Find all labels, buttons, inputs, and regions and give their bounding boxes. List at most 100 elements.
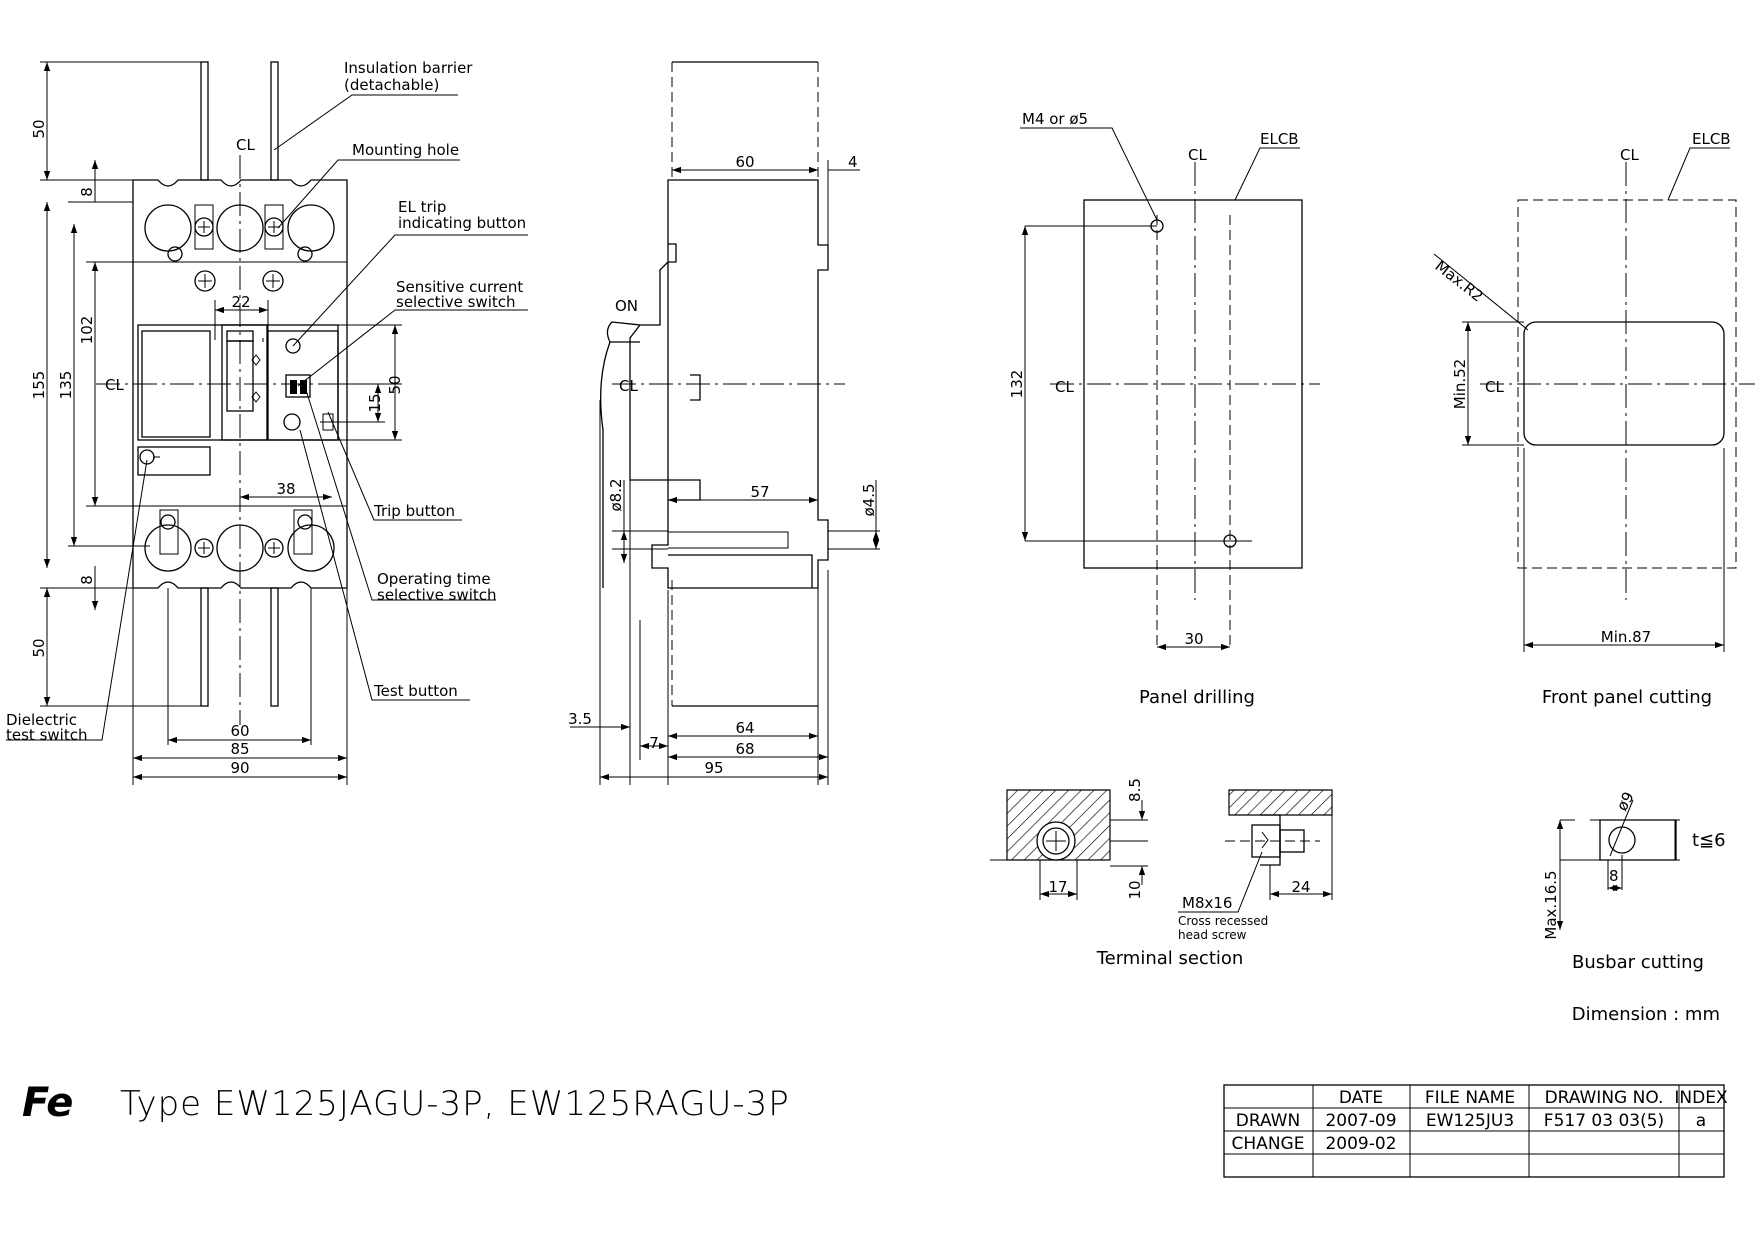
dim-8-5: 8.5 xyxy=(1126,778,1144,802)
dim-bottom-gap: 8 xyxy=(78,575,96,585)
panel-drilling xyxy=(1020,127,1320,651)
drawing-title: Type EW125JAGU-3P, EW125RAGU-3P xyxy=(120,1084,790,1124)
dim-85: 85 xyxy=(230,740,249,758)
front-view xyxy=(6,61,528,785)
insulation-barrier-right-bottom xyxy=(270,587,279,707)
side-view-labels: ON CL 60 4 57 ø8.2 ø4.5 3.5 7 64 68 95 xyxy=(568,153,878,777)
dim-side-68: 68 xyxy=(735,740,754,758)
tb-row-drawn-index: a xyxy=(1696,1111,1706,1131)
callout-sensitive-current-2: selective switch xyxy=(396,293,516,311)
busbar-cutting xyxy=(1556,799,1680,930)
callout-dielectric-2: test switch xyxy=(6,726,87,744)
front-panel-cutting xyxy=(1433,147,1755,652)
callout-operating-time-1: Operating time xyxy=(377,570,491,588)
screw-note-1: Cross recessed xyxy=(1178,914,1268,928)
bottom-terminals xyxy=(144,509,335,572)
dim-132: 132 xyxy=(1008,370,1026,399)
tb-row-drawn-number: F517 03 03(5) xyxy=(1544,1111,1664,1131)
test-button-circle xyxy=(283,413,301,431)
dim-24: 24 xyxy=(1291,878,1310,896)
tb-header-drawing-no: DRAWING NO. xyxy=(1545,1088,1664,1108)
elcb-label-cutting: ELCB xyxy=(1692,130,1731,148)
terminal-section xyxy=(990,789,1333,913)
dim-side-57: 57 xyxy=(750,483,769,501)
callout-dielectric-1: Dielectric xyxy=(6,711,77,729)
radius-label: Max.R2 xyxy=(1432,257,1487,306)
dim-30: 30 xyxy=(1184,630,1203,648)
callout-sensitive-current-1: Sensitive current xyxy=(396,278,523,296)
dim-side-64: 64 xyxy=(735,719,754,737)
logo-text: Fe xyxy=(22,1080,73,1126)
dim-90: 90 xyxy=(230,759,249,777)
side-view xyxy=(570,61,880,785)
fe-logo: Fe xyxy=(22,1080,73,1126)
side-body xyxy=(651,179,829,589)
dim-min87: Min.87 xyxy=(1601,628,1651,646)
dim-phi9: ø9 xyxy=(1613,789,1638,814)
centerline-mark-side: CL xyxy=(619,377,638,395)
on-label: ON xyxy=(615,297,638,315)
terminal-section-caption: Terminal section xyxy=(1096,948,1244,969)
busbar-cutting-labels: ø9 8 t≦6 Max.16.5 Busbar cutting xyxy=(1542,789,1726,973)
centerline-mark-drilling-h: CL xyxy=(1055,378,1074,396)
tb-row-drawn-date: 2007-09 xyxy=(1325,1111,1396,1131)
busbar-outline xyxy=(1599,819,1677,861)
centerline-mark-front-v: CL xyxy=(236,136,255,154)
insulation-barrier-right xyxy=(270,61,279,181)
dim-min52: Min.52 xyxy=(1451,359,1469,409)
centerline-mark-cutting-h: CL xyxy=(1485,378,1504,396)
dim-side-3-5: 3.5 xyxy=(568,710,592,728)
busbar-cutting-caption: Busbar cutting xyxy=(1572,952,1704,973)
tb-header-file-name: FILE NAME xyxy=(1425,1088,1515,1108)
tb-row-change-label: CHANGE xyxy=(1232,1134,1305,1154)
callout-trip-button: Trip button xyxy=(373,502,455,520)
insulation-barrier-left-bottom xyxy=(200,587,209,707)
tb-row-drawn-file: EW125JU3 xyxy=(1426,1111,1514,1131)
front-panel-cutting-caption: Front panel cutting xyxy=(1542,687,1712,708)
dimension-unit-note: Dimension : mm xyxy=(1572,1004,1720,1025)
callout-mounting-hole: Mounting hole xyxy=(352,141,459,159)
dim-10: 10 xyxy=(1126,880,1144,899)
dim-60: 60 xyxy=(230,722,249,740)
dim-17: 17 xyxy=(1048,878,1067,896)
tb-header-date: DATE xyxy=(1339,1088,1383,1108)
centerline-mark-drilling-v: CL xyxy=(1188,146,1207,164)
mounting-screw-right xyxy=(262,270,284,292)
dim-busbar-8: 8 xyxy=(1609,867,1619,885)
el-trip-indicating-button xyxy=(285,338,301,354)
front-panel-cutting-labels: ELCB CL CL Max.R2 Min.52 Min.87 Front pa… xyxy=(1432,130,1731,708)
dim-side-95: 95 xyxy=(704,759,723,777)
dim-side-4: 4 xyxy=(848,153,858,171)
centerline-mark-cutting-v: CL xyxy=(1620,146,1639,164)
dim-top-gap: 8 xyxy=(78,187,96,197)
screw-label: M8x16 xyxy=(1182,894,1232,912)
mounting-screw-left xyxy=(194,270,216,292)
insulation-barrier-left xyxy=(200,61,209,181)
title-block: DATE FILE NAME DRAWING NO. INDEX DRAWN 2… xyxy=(1223,1084,1728,1178)
callout-operating-time-2: selective switch xyxy=(377,586,497,604)
dim-135: 135 xyxy=(57,371,75,400)
dim-side-phi82: ø8.2 xyxy=(607,478,625,511)
centerline-mark-front-h: CL xyxy=(105,376,124,394)
sensitive-current-switch xyxy=(285,374,311,398)
tb-header-index: INDEX xyxy=(1674,1088,1728,1108)
handle-area xyxy=(137,324,339,441)
dim-max16-5: Max.16.5 xyxy=(1542,870,1560,939)
dim-side-7: 7 xyxy=(649,734,659,752)
dim-102: 102 xyxy=(78,316,96,345)
dim-side-60: 60 xyxy=(735,153,754,171)
callout-insulation-barrier-2: (detachable) xyxy=(344,76,439,94)
dim-barrier-bottom: 50 xyxy=(30,638,48,657)
callout-el-trip-2: indicating button xyxy=(398,214,526,232)
dim-side-phi45: ø4.5 xyxy=(860,483,878,516)
hole-label: M4 or ø5 xyxy=(1022,110,1088,128)
dim-barrier-top: 50 xyxy=(30,119,48,138)
callout-test-button: Test button xyxy=(373,682,458,700)
handle-slot xyxy=(221,324,268,441)
dim-t6: t≦6 xyxy=(1692,830,1726,851)
elcb-label-drilling: ELCB xyxy=(1260,130,1299,148)
screw-note-2: head screw xyxy=(1178,928,1247,942)
dielectric-panel xyxy=(137,446,211,476)
tb-row-change-date: 2009-02 xyxy=(1325,1134,1396,1154)
